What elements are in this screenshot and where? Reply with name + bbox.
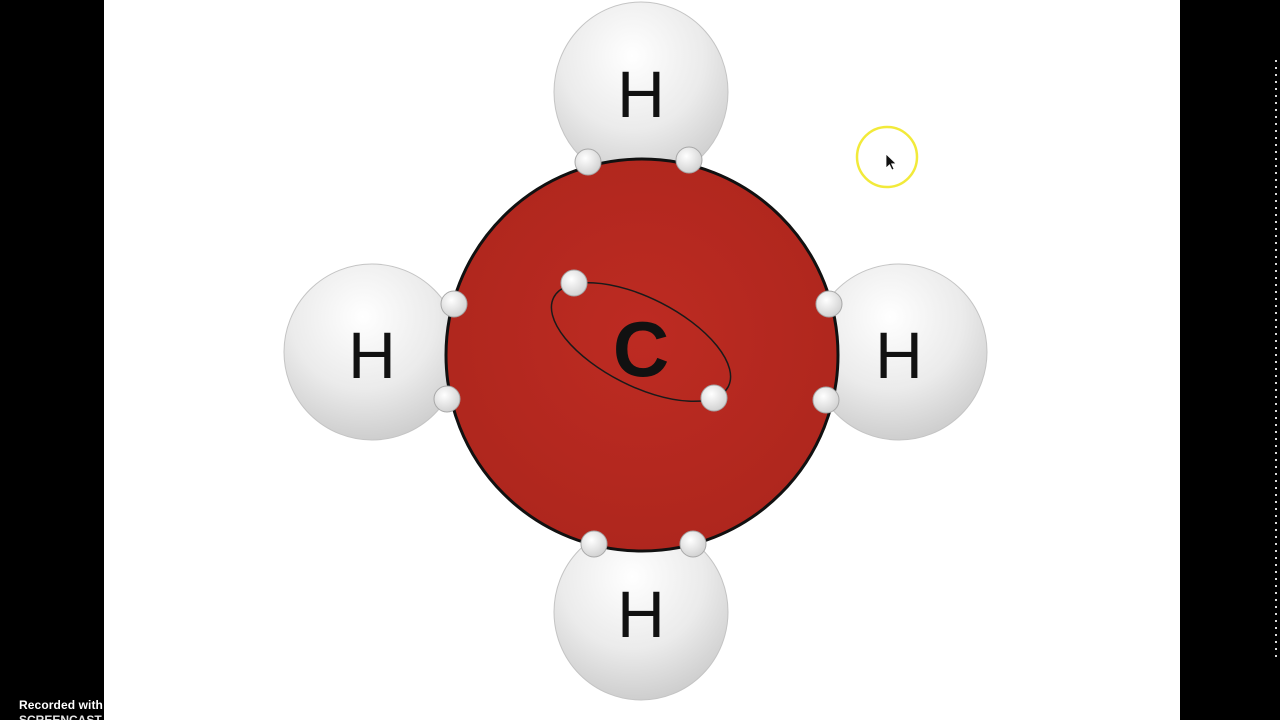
- carbon-atom: C: [444, 157, 840, 553]
- electron-inner-2: [700, 384, 728, 412]
- hydrogen-label-bottom: H: [617, 577, 665, 651]
- vertical-scrollbar[interactable]: [1272, 0, 1280, 720]
- scrollbar-track[interactable]: [1275, 60, 1277, 660]
- hydrogen-atom-bottom: H: [553, 523, 729, 701]
- mouse-cursor: [855, 125, 919, 189]
- recording-brand: SCREENCAST-O-MATIC: [19, 713, 156, 720]
- electron-bond-left-2: [433, 385, 461, 413]
- carbon-label: C: [613, 305, 669, 393]
- electron-bond-right-1: [815, 290, 843, 318]
- cursor-highlight-ring: [855, 125, 919, 189]
- hydrogen-label-top: H: [617, 57, 665, 131]
- hydrogen-atom-left: H: [283, 263, 461, 441]
- electron-bond-top-1: [574, 148, 602, 176]
- inner-electron-orbit: [550, 281, 732, 403]
- electrons: [433, 146, 843, 558]
- electron-bond-bottom-1: [580, 530, 608, 558]
- recording-watermark: Recorded with: [19, 698, 103, 712]
- electron-bond-bottom-2: [679, 530, 707, 558]
- electron-bond-left-1: [440, 290, 468, 318]
- hydrogen-atom-top: H: [553, 1, 729, 183]
- electron-inner-1: [560, 269, 588, 297]
- cursor-arrow-icon: [885, 153, 897, 171]
- hydrogen-label-right: H: [875, 318, 923, 392]
- electron-bond-top-2: [675, 146, 703, 174]
- hydrogen-label-left: H: [348, 318, 396, 392]
- electron-bond-right-2: [812, 386, 840, 414]
